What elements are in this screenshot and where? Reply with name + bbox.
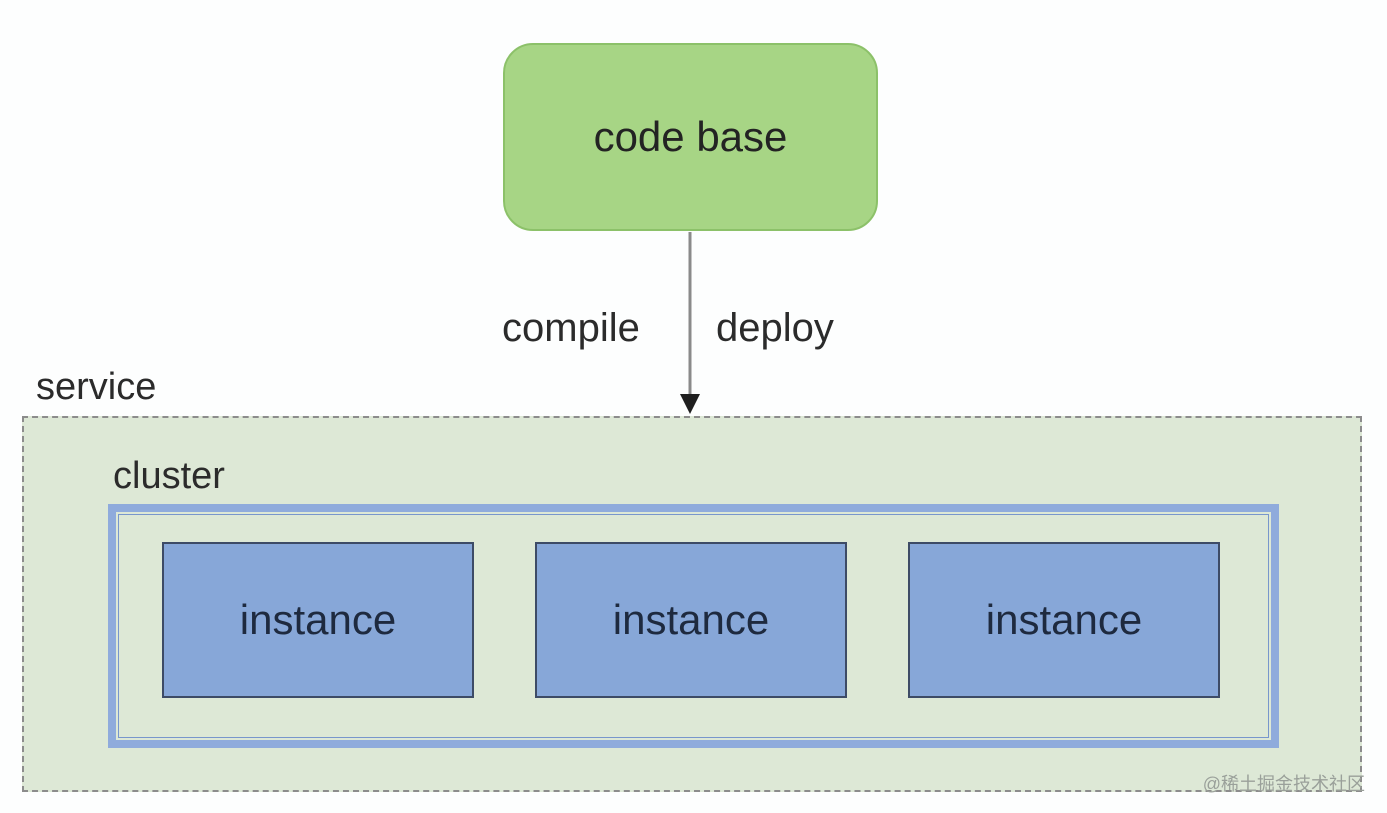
code-base-label: code base [593,113,788,160]
deploy-label: deploy [716,306,834,350]
instance-label-2: instance [612,596,770,643]
compile-label: compile [502,306,640,350]
instance-label-3: instance [985,596,1143,643]
cluster-label: cluster [113,455,225,497]
instance-node-1: instance [162,542,474,698]
service-label: service [36,366,157,408]
instance-node-2: instance [535,542,847,698]
cluster-inner-border [118,514,1269,738]
compile-deploy-arrowhead [680,394,700,414]
instance-label-1: instance [239,596,397,643]
watermark: @稀土掘金技术社区 [1202,774,1365,794]
code-base-node: code base [503,43,878,231]
instance-node-3: instance [908,542,1220,698]
